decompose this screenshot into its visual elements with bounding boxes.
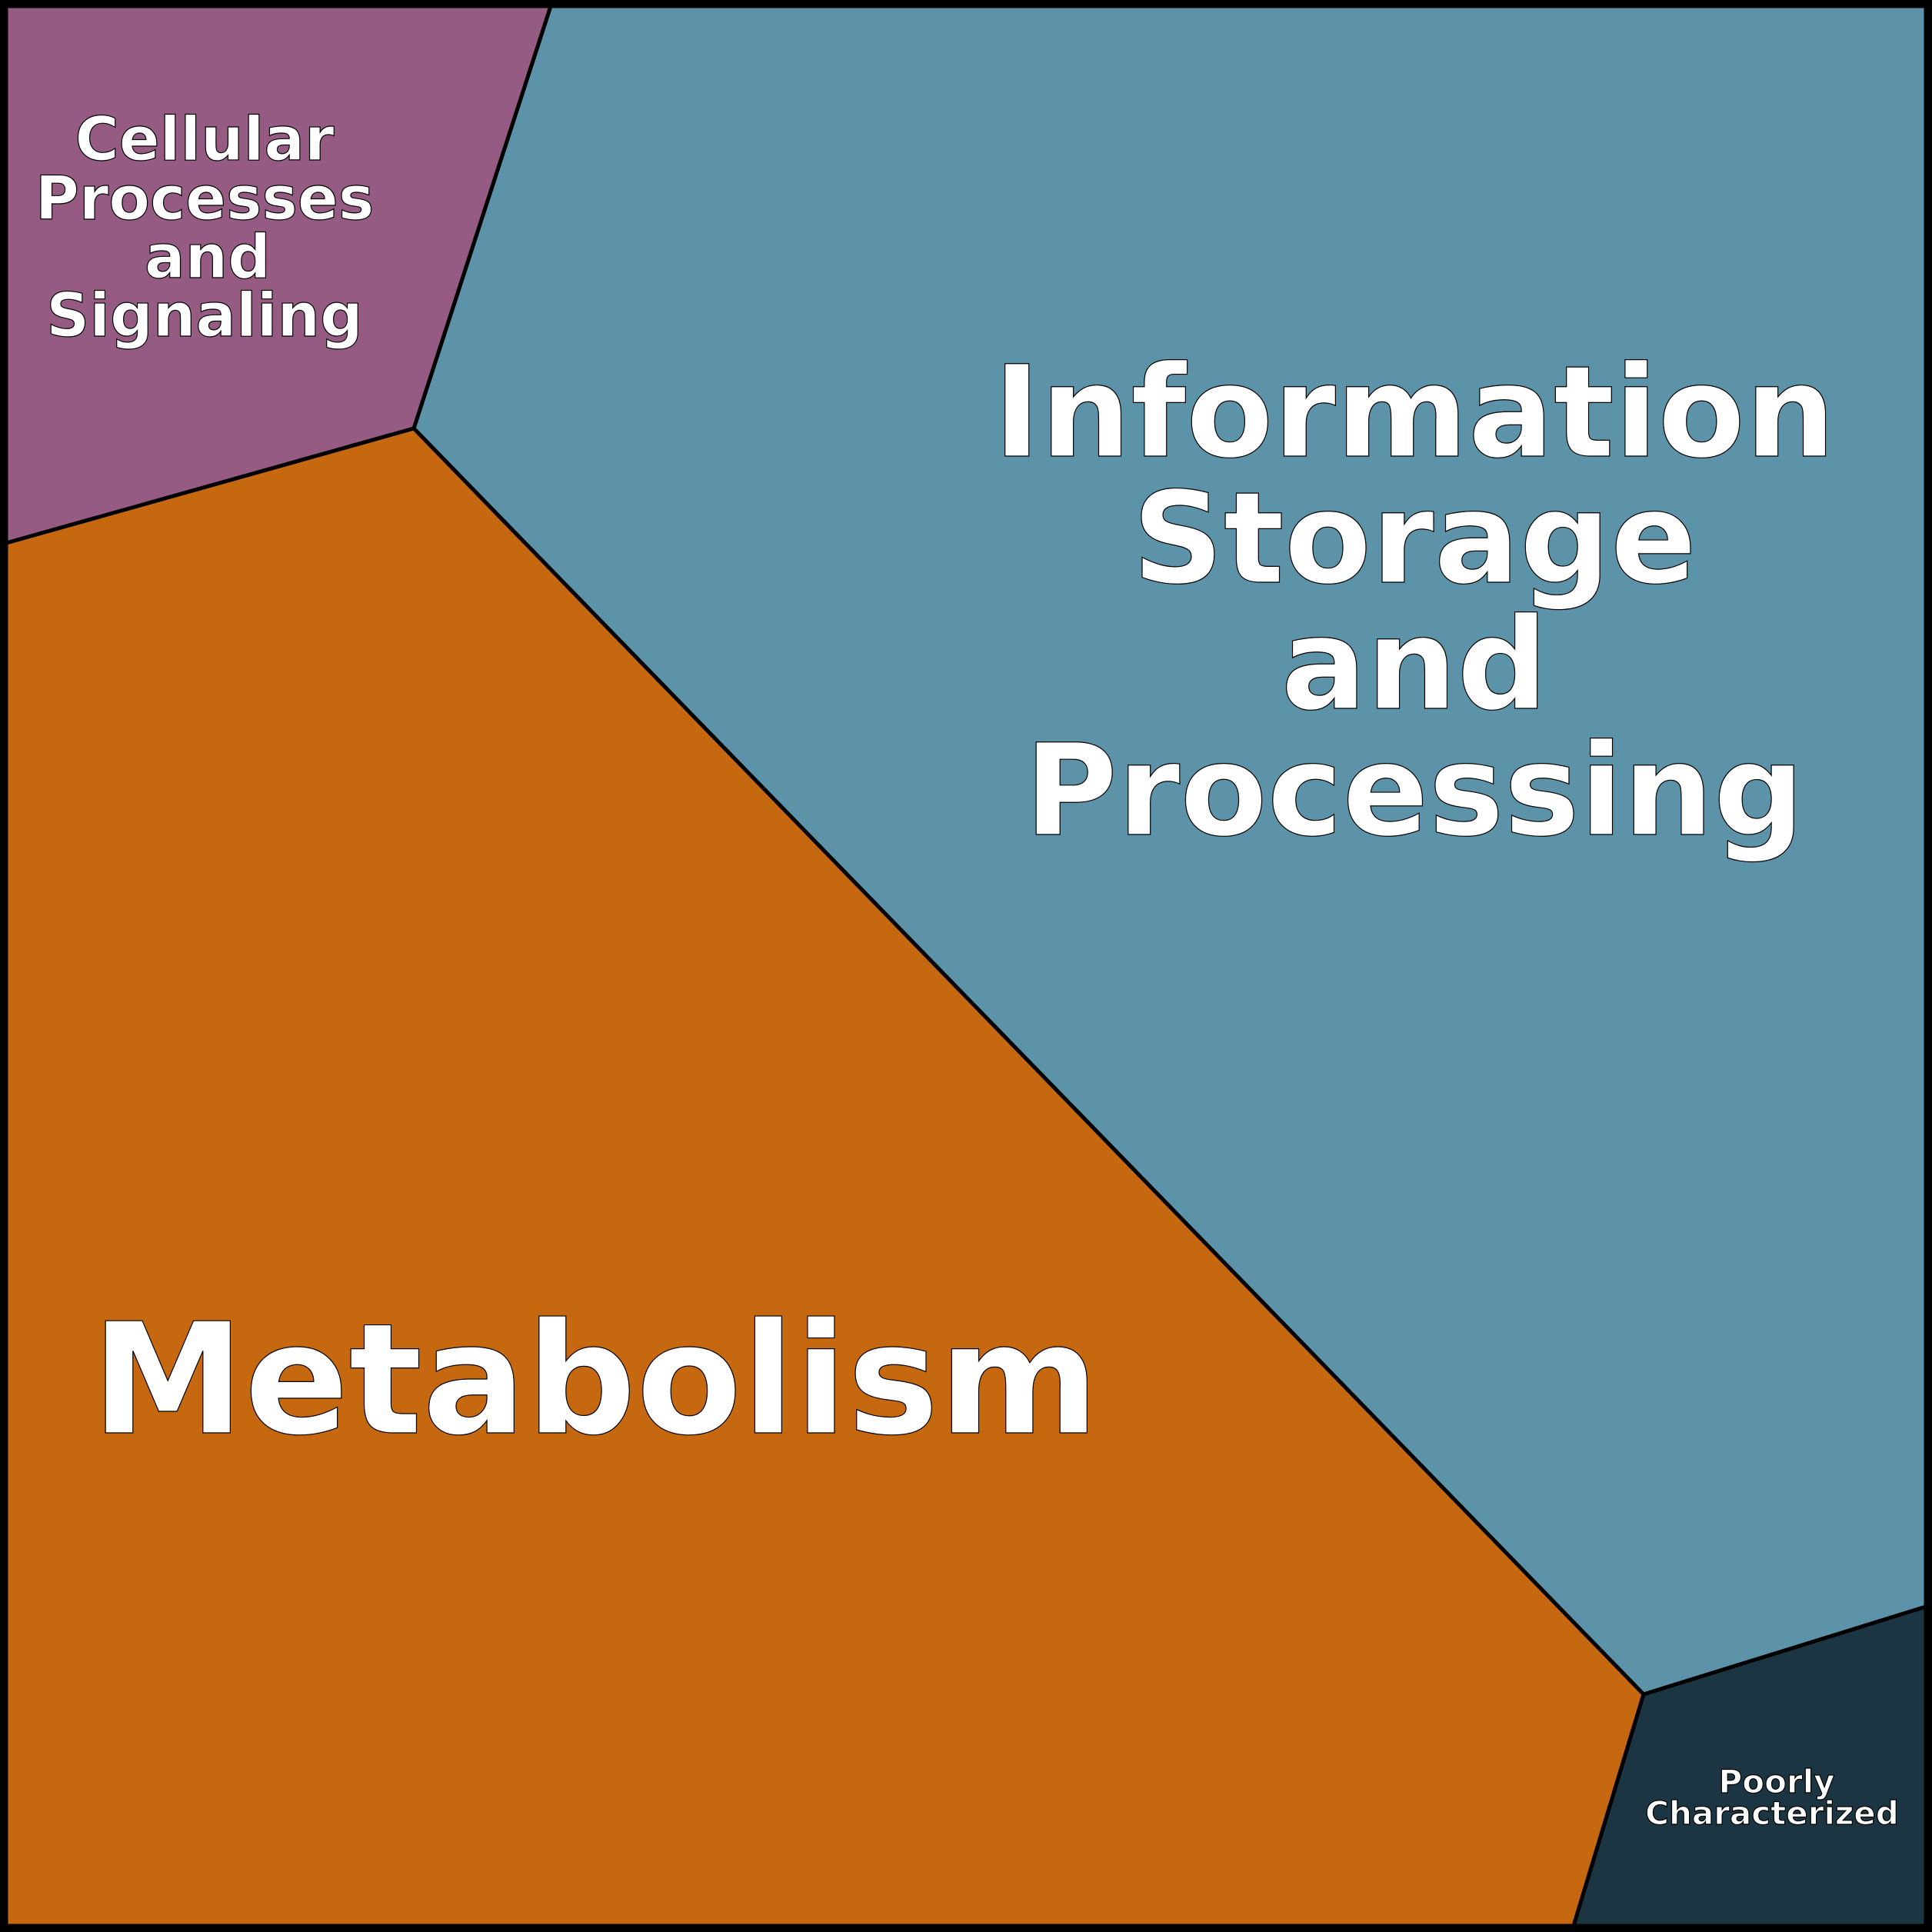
- label-line: Processing: [1024, 717, 1804, 864]
- label-line: Characterized: [1645, 1794, 1899, 1832]
- label-cellular-processes: Cellular Processes and Signaling: [35, 105, 375, 351]
- label-information-storage: Information Storage and Processing: [993, 338, 1836, 864]
- label-line: Information: [994, 338, 1836, 486]
- label-line: Processes: [35, 165, 375, 234]
- label-poorly-characterized: Poorly Characterized: [1645, 1762, 1900, 1832]
- label-line: Metabolism: [92, 1291, 1099, 1470]
- label-line: and: [1281, 591, 1548, 738]
- label-line: Signaling: [46, 281, 363, 351]
- label-line: Storage: [1132, 465, 1697, 612]
- label-line: and: [145, 223, 271, 292]
- label-line: Cellular: [75, 105, 335, 175]
- label-line: Poorly: [1719, 1763, 1835, 1800]
- label-metabolism: Metabolism: [91, 1290, 1100, 1470]
